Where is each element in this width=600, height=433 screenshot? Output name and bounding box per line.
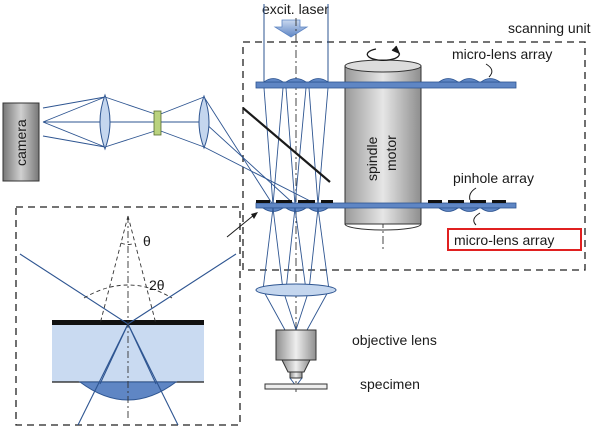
specimen-label: specimen bbox=[360, 376, 420, 392]
theta-label: θ bbox=[143, 233, 151, 249]
microlens-disk bbox=[255, 81, 517, 89]
inset-microlens bbox=[78, 381, 178, 401]
inset-theta-cone bbox=[83, 215, 173, 325]
excitation-laser-label: excit. laser bbox=[262, 1, 329, 17]
motor-label: motor bbox=[383, 135, 399, 171]
two-theta-label: 2θ bbox=[149, 277, 165, 293]
microlens-bottom-pointer bbox=[473, 212, 481, 226]
pinhole-array-label: pinhole array bbox=[453, 170, 534, 186]
specimen-slide bbox=[264, 383, 328, 390]
dichroic-mirror bbox=[242, 107, 331, 183]
relay-lens-2 bbox=[198, 94, 210, 150]
pinhole-disk bbox=[255, 202, 517, 209]
inset-rays bbox=[19, 253, 237, 426]
rotation-arrow-icon bbox=[366, 45, 401, 61]
pinhole-pointer bbox=[469, 187, 477, 201]
focusing-beams bbox=[263, 87, 329, 206]
camera-body bbox=[2, 102, 40, 182]
microlens-array-bottom bbox=[261, 207, 502, 212]
spindle-motor bbox=[344, 59, 422, 231]
excitation-beam bbox=[263, 4, 329, 84]
tube-lens bbox=[255, 283, 337, 297]
emission-filter bbox=[153, 110, 162, 136]
return-beams bbox=[42, 96, 319, 206]
scanning-unit-box bbox=[242, 41, 586, 271]
relay-lens-1 bbox=[99, 93, 111, 151]
inset-detail: θ 2θ bbox=[19, 215, 237, 426]
inset-pointer-arrow bbox=[226, 212, 258, 238]
microlens-array-bottom-label: micro-lens array bbox=[454, 232, 554, 248]
microlens-top-pointer bbox=[485, 63, 493, 78]
laser-arrow-icon bbox=[273, 19, 309, 38]
inset-box bbox=[15, 206, 241, 426]
camera-label: camera bbox=[13, 119, 29, 166]
microlens-array-top-label: micro-lens array bbox=[452, 46, 552, 62]
lower-beams bbox=[262, 207, 330, 331]
pinhole-array bbox=[256, 200, 506, 203]
spindle-label: spindle bbox=[364, 136, 380, 181]
scanning-unit-label: scanning unit bbox=[508, 20, 591, 36]
objective-lens bbox=[275, 329, 317, 379]
objective-lens-label: objective lens bbox=[352, 332, 437, 348]
microlens-array-top bbox=[262, 78, 502, 83]
microlens-array-bottom-highlight bbox=[447, 228, 582, 251]
